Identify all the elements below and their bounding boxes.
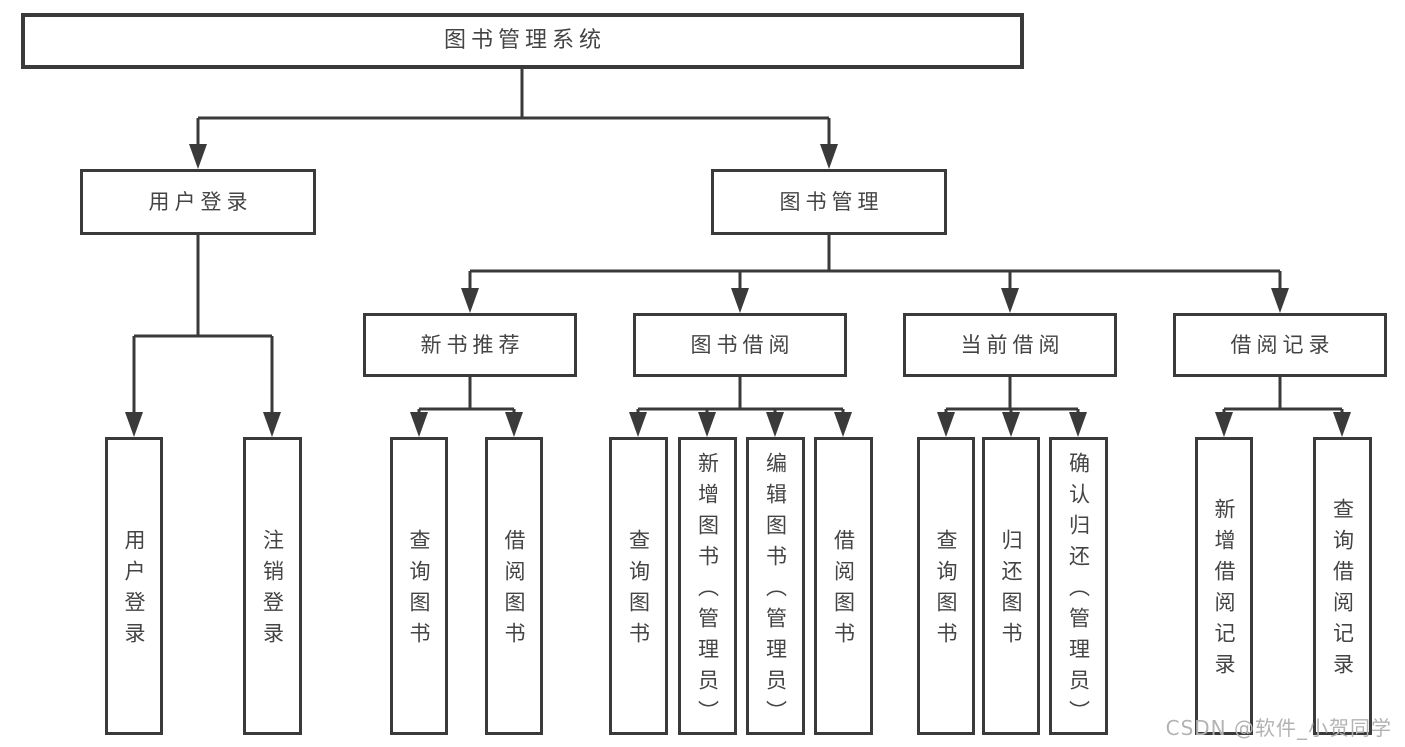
node-book-borrow: 图书借阅 — [633, 313, 847, 377]
leaf-nbr-borrow-books: 借阅图书 — [485, 437, 543, 735]
node-label: 查询借阅记录 — [1330, 498, 1355, 684]
arrow-down-icon — [766, 412, 784, 437]
node-label: 查询图书 — [626, 529, 651, 653]
node-label: 借阅图书 — [502, 529, 527, 653]
node-borrow-records: 借阅记录 — [1173, 313, 1387, 377]
node-library-system: 图书管理系统 — [21, 13, 1024, 69]
arrow-down-icon — [629, 412, 647, 437]
node-label: 借阅图书 — [831, 529, 856, 653]
arrow-down-icon — [937, 412, 955, 437]
node-label: 图书管理系统 — [443, 28, 606, 53]
leaf-user-login: 用户登录 — [105, 437, 163, 735]
csdn-watermark: CSDN @软件_小贺同学 — [1165, 716, 1392, 740]
arrow-down-icon — [731, 288, 749, 313]
connector-lines-6 — [1222, 377, 1344, 419]
node-label: 用户登录 — [148, 189, 253, 214]
leaf-bb-add-books-admin: 新增图书（管理员） — [678, 437, 737, 735]
node-label: 图书管理 — [779, 189, 884, 214]
arrow-down-icon — [1069, 412, 1087, 437]
leaf-bb-edit-books-admin: 编辑图书（管理员） — [746, 437, 805, 735]
arrow-down-icon — [505, 412, 523, 437]
leaf-cb-confirm-return-admin: 确认归还（管理员） — [1049, 437, 1108, 735]
leaf-nbr-query-books: 查询图书 — [390, 437, 448, 735]
node-user-login-group: 用户登录 — [80, 169, 316, 235]
node-label: 查询图书 — [934, 529, 959, 653]
node-label: 查询图书 — [407, 529, 432, 653]
arrow-down-icon — [1001, 288, 1019, 313]
node-new-book-recommend: 新书推荐 — [363, 313, 577, 377]
node-label: 借阅记录 — [1230, 332, 1335, 357]
leaf-bb-query-books: 查询图书 — [609, 437, 668, 735]
leaf-logout: 注销登录 — [243, 437, 302, 735]
node-label: 当前借阅 — [960, 332, 1065, 357]
node-book-management: 图书管理 — [711, 169, 947, 235]
node-label: 归还图书 — [999, 529, 1024, 653]
node-label: 编辑图书（管理员） — [763, 451, 788, 731]
node-label: 新增借阅记录 — [1212, 498, 1237, 684]
arrow-down-icon — [461, 288, 479, 313]
connector-lines-4 — [636, 377, 845, 419]
connector-lines-2 — [468, 235, 1282, 295]
leaf-bb-borrow-books: 借阅图书 — [814, 437, 873, 735]
arrow-down-icon — [410, 412, 428, 437]
arrow-down-icon — [1271, 288, 1289, 313]
leaf-cb-query-books: 查询图书 — [917, 437, 975, 735]
arrow-down-icon — [1215, 412, 1233, 437]
node-label: 新增图书（管理员） — [695, 451, 720, 731]
leaf-br-query-record: 查询借阅记录 — [1313, 437, 1372, 735]
arrow-down-icon — [263, 412, 281, 437]
arrow-down-icon — [1002, 412, 1020, 437]
node-label: 确认归还（管理员） — [1066, 451, 1091, 731]
arrow-down-icon — [189, 144, 207, 169]
node-label: 图书借阅 — [690, 332, 795, 357]
arrow-down-icon — [820, 144, 838, 169]
arrow-down-icon — [1333, 412, 1351, 437]
node-label: 用户登录 — [122, 529, 147, 653]
node-label: 注销登录 — [260, 529, 285, 653]
connector-lines-0 — [196, 69, 831, 151]
arrow-down-icon — [125, 412, 143, 437]
leaf-br-add-record: 新增借阅记录 — [1195, 437, 1253, 735]
node-label: 新书推荐 — [420, 332, 525, 357]
arrow-down-icon — [698, 412, 716, 437]
arrow-down-icon — [834, 412, 852, 437]
node-current-borrow: 当前借阅 — [903, 313, 1117, 377]
leaf-cb-return-books: 归还图书 — [982, 437, 1040, 735]
connector-lines-3 — [417, 377, 516, 419]
connector-lines-1 — [132, 235, 274, 419]
